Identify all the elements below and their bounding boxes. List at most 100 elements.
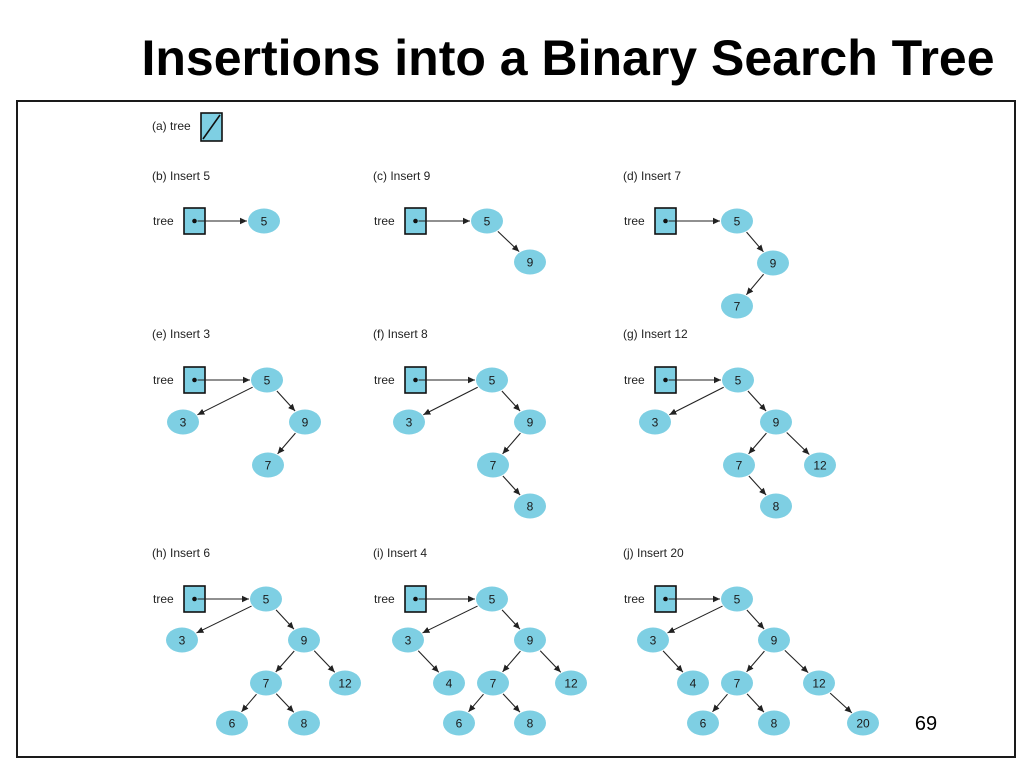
panel-caption: (a) tree (152, 119, 191, 133)
pointer-label: tree (374, 592, 395, 606)
tree-node-value: 4 (446, 676, 453, 690)
tree-edge (747, 390, 767, 412)
pointer-label: tree (624, 214, 645, 228)
tree-node (639, 409, 671, 435)
tree-node (216, 710, 248, 736)
panel-caption: (c) Insert 9 (373, 169, 431, 183)
null-slash (202, 114, 221, 140)
tree-edge (275, 609, 295, 630)
tree-node (477, 670, 509, 696)
pointer-label: tree (624, 592, 645, 606)
tree-node-value: 9 (301, 633, 308, 647)
pointer-dot (413, 377, 418, 383)
tree-node (514, 249, 546, 275)
tree-edge (501, 390, 521, 412)
panel-caption: (h) Insert 6 (152, 546, 210, 560)
tree-node-value: 5 (489, 373, 496, 387)
panel-caption: (i) Insert 4 (373, 546, 427, 560)
tree-node-value: 6 (700, 716, 707, 730)
tree-node (252, 452, 284, 478)
tree-node-value: 9 (771, 633, 778, 647)
tree-node (250, 586, 282, 612)
tree-node-value: 8 (773, 499, 780, 513)
pointer-label: tree (374, 214, 395, 228)
tree-node (760, 409, 792, 435)
tree-node-value: 8 (527, 499, 534, 513)
tree-node-value: 9 (527, 255, 534, 269)
tree-node-value: 9 (527, 633, 534, 647)
tree-node (722, 367, 754, 393)
tree-edge (748, 475, 767, 496)
tree-node (758, 627, 790, 653)
pointer-label: tree (624, 373, 645, 387)
tree-node (757, 250, 789, 276)
page-number: 69 (914, 713, 938, 735)
tree-node-value: 5 (264, 373, 271, 387)
tree-node (723, 452, 755, 478)
tree-node-value: 7 (490, 458, 497, 472)
tree-edge (746, 650, 765, 673)
tree-node-value: 5 (734, 214, 741, 228)
tree-edge (502, 650, 521, 673)
tree-edge (746, 609, 765, 630)
tree-node-value: 3 (180, 415, 187, 429)
pointer-dot (663, 377, 668, 383)
tree-node-value: 7 (490, 676, 497, 690)
tree-node-value: 5 (261, 214, 268, 228)
tree-node-value: 8 (527, 716, 534, 730)
pointer-label: tree (374, 373, 395, 387)
tree-node (804, 452, 836, 478)
tree-edge (417, 650, 440, 673)
tree-node-value: 3 (179, 633, 186, 647)
tree-node (288, 710, 320, 736)
tree-node-value: 7 (263, 676, 270, 690)
tree-node-value: 5 (489, 592, 496, 606)
tree-node (721, 208, 753, 234)
tree-node (393, 409, 425, 435)
tree-node-value: 9 (770, 256, 777, 270)
tree-node (288, 627, 320, 653)
tree-node (514, 710, 546, 736)
tree-edge (502, 693, 521, 713)
panel-a: (a) tree (152, 112, 223, 142)
tree-node-value: 5 (263, 592, 270, 606)
panel-caption: (f) Insert 8 (373, 327, 428, 341)
tree-node-value: 9 (527, 415, 534, 429)
tree-edge (313, 650, 336, 673)
tree-node (760, 493, 792, 519)
slide-title: Insertions into a Binary Search Tree (141, 30, 995, 86)
tree-node-value: 12 (812, 676, 826, 690)
tree-edge (539, 650, 562, 673)
tree-node (166, 627, 198, 653)
panel-caption: (b) Insert 5 (152, 169, 210, 183)
tree-node (250, 670, 282, 696)
tree-edge (746, 693, 765, 713)
tree-node (514, 627, 546, 653)
tree-node-value: 20 (856, 716, 870, 730)
tree-edge (784, 649, 809, 674)
pointer-dot (663, 596, 668, 602)
panel-caption: (d) Insert 7 (623, 169, 681, 183)
tree-node-value: 6 (456, 716, 463, 730)
tree-edge (241, 693, 257, 713)
tree-edge (497, 230, 520, 253)
tree-node-value: 3 (652, 415, 659, 429)
tree-node (443, 710, 475, 736)
tree-node (514, 409, 546, 435)
tree-node-value: 12 (813, 458, 827, 472)
tree-edge (667, 605, 723, 634)
tree-node (555, 670, 587, 696)
tree-edge (669, 386, 724, 416)
tree-node-value: 4 (690, 676, 697, 690)
tree-edge (712, 693, 728, 713)
pointer-dot (192, 596, 197, 602)
tree-node (248, 208, 280, 234)
tree-node (687, 710, 719, 736)
tree-node-value: 7 (736, 458, 743, 472)
tree-node-value: 7 (734, 676, 741, 690)
pointer-dot (192, 377, 197, 383)
